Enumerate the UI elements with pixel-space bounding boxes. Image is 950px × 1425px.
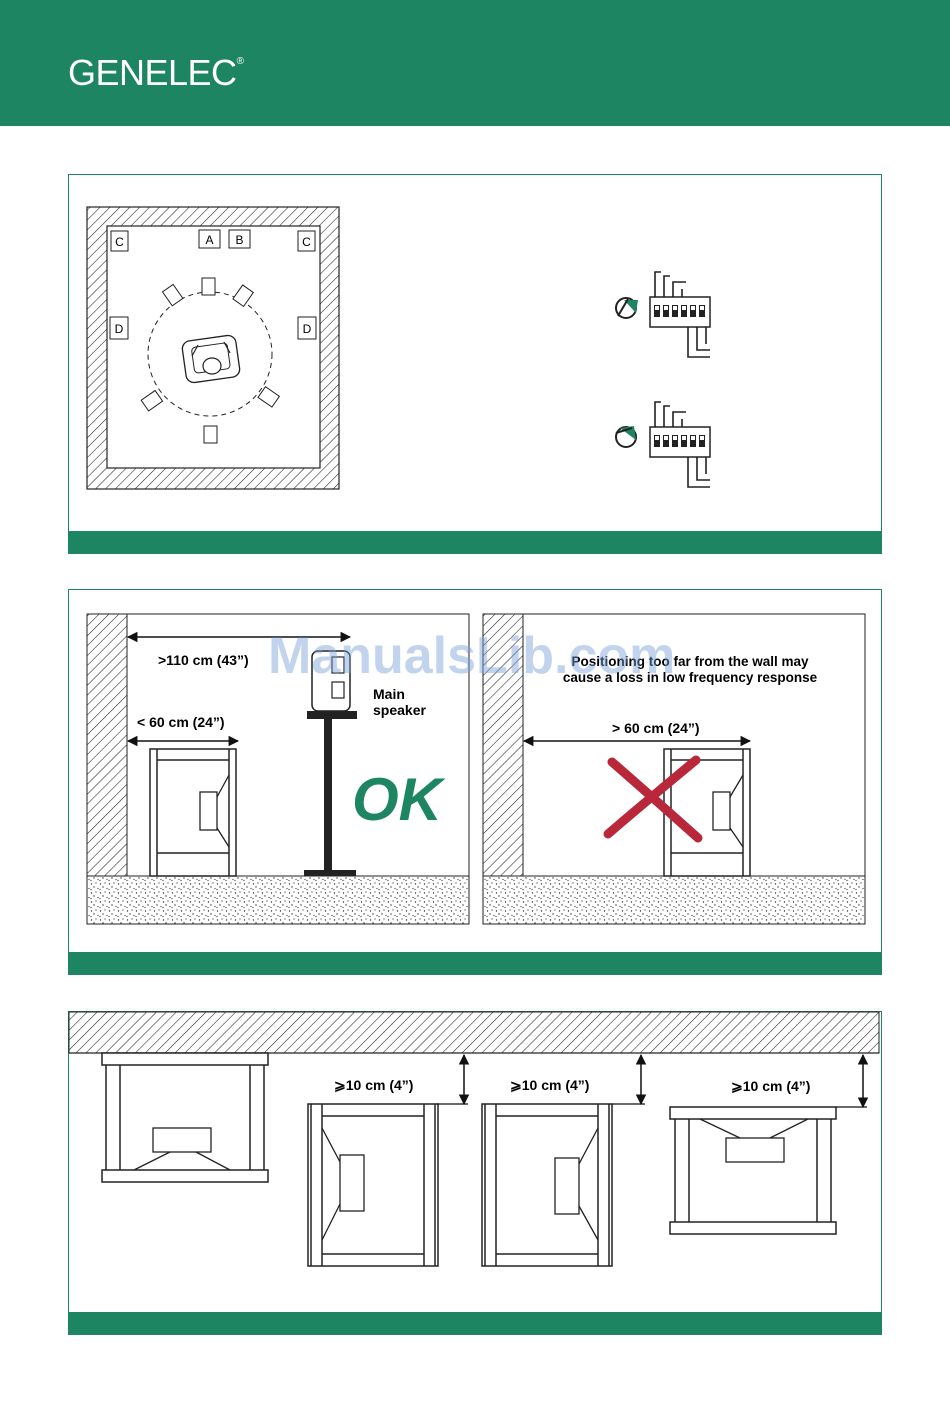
speaker-b-label: B: [235, 233, 243, 247]
listener-icon: [181, 334, 240, 383]
speaker-a-label: A: [205, 233, 213, 247]
clearance-label-2: ⩾10 cm (4”): [510, 1077, 589, 1093]
dip-switch-diagram-top: [616, 272, 710, 357]
watermark-text: ManualsLib.com: [268, 626, 675, 686]
main-speaker-label-line1: Main: [373, 686, 405, 702]
clearance-label-3: ⩾10 cm (4”): [731, 1078, 810, 1094]
distance-near-label: < 60 cm (24”): [137, 714, 225, 730]
speaker-d-right-label: D: [303, 322, 312, 336]
clearance-label-1: ⩾10 cm (4”): [334, 1077, 413, 1093]
dip-switch-diagram-bottom: [616, 402, 710, 487]
distance-far-label: >110 cm (43”): [158, 652, 249, 668]
ceiling-clearance-diagram: ⩾10 cm (4”) ⩾10 cm (4”) ⩾10 cm (4”): [69, 1012, 879, 1266]
speaker-d-left-label: D: [115, 322, 124, 336]
speaker-c-left-label: C: [115, 235, 124, 249]
room-diagram: C A B C D D: [87, 207, 339, 489]
speaker-c-right-label: C: [302, 235, 311, 249]
distance-far-label-right: > 60 cm (24”): [612, 720, 700, 736]
ok-mark: OK: [352, 766, 446, 833]
main-speaker-label-line2: speaker: [373, 702, 426, 718]
